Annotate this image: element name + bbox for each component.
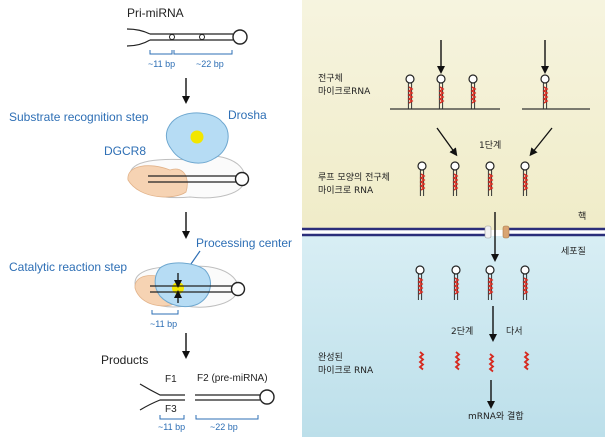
- step2-label: 2단계: [451, 325, 473, 337]
- bp11-label: ~11 bp: [148, 59, 175, 69]
- substrate-step-label: Substrate recognition step: [9, 110, 149, 124]
- nuclear-membrane: [302, 225, 605, 239]
- dicer-label: 다서: [506, 326, 523, 337]
- pri-mirna-structure: [126, 28, 248, 55]
- mature-line2: 마이크로 RNA: [318, 365, 374, 376]
- drosha-label: Drosha: [228, 108, 267, 122]
- dgcr8-label: DGCR8: [104, 144, 146, 158]
- dgcr8-shape: [127, 165, 188, 198]
- precursor-label-line1: 전구체: [318, 73, 343, 84]
- processing-center-label: Processing center: [196, 236, 292, 250]
- products-label: Products: [101, 353, 148, 367]
- binding-label: mRNA와 결합: [468, 410, 524, 422]
- drosha-dgcr8-complex: [127, 112, 250, 199]
- nucleus-label: 핵: [578, 210, 586, 222]
- left-panel: Pri-miRNA ~11 bp ~22 bp Substrate recogn…: [9, 6, 292, 432]
- cytoplasm-label: 세포질: [561, 245, 586, 257]
- primary-transcript: [390, 74, 590, 110]
- bp22-label-3: ~22 bp: [210, 422, 238, 432]
- f2-label: F2 (pre-miRNA): [197, 373, 268, 384]
- loop-precursor-line1: 루프 모양의 전구체: [318, 172, 390, 183]
- catalytic-step-label: Catalytic reaction step: [9, 260, 127, 274]
- diagonal-arrow: [436, 127, 458, 157]
- nuclear-pore: [484, 225, 492, 239]
- processing-center-dot: [190, 130, 204, 144]
- precursor-label-line2: 마이크로RNA: [318, 86, 371, 97]
- bp22-label: ~22 bp: [196, 59, 224, 69]
- catalytic-complex: [134, 262, 246, 315]
- diagonal-arrow: [529, 127, 553, 157]
- pri-mirna-label: Pri-miRNA: [127, 6, 184, 20]
- loop-precursor-line2: 마이크로 RNA: [318, 185, 374, 196]
- bp11-label-2: ~11 bp: [150, 319, 177, 329]
- nuclear-pore: [502, 225, 510, 239]
- f1-label: F1: [165, 374, 177, 385]
- right-panel: 전구체 마이크로RNA 1단계 루프 모양의 전구체 마이크로 RNA 핵 세포…: [302, 0, 605, 437]
- f3-label: F3: [165, 404, 177, 415]
- products-structure: [139, 383, 275, 420]
- step1-label: 1단계: [479, 139, 501, 151]
- mature-line1: 완성된: [318, 351, 343, 363]
- bp11-label-3: ~11 bp: [158, 422, 185, 432]
